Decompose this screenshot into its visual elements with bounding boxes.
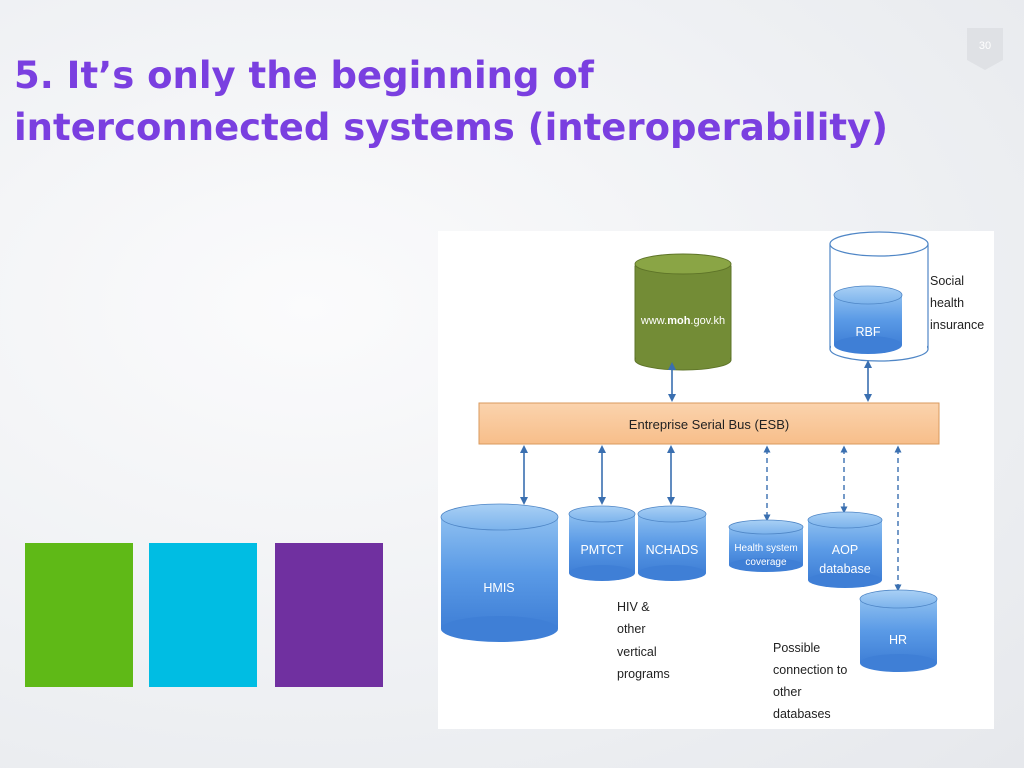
social-line-2: health (930, 296, 964, 310)
aop-database: AOP database (807, 511, 883, 588)
page-number-badge: 30 (967, 28, 1003, 70)
hiv-line-4: programs (617, 667, 670, 681)
nchads-database: NCHADS (637, 505, 707, 581)
social-line-3: insurance (930, 318, 984, 332)
title-line-1: 5. It’s only the beginning of (14, 54, 594, 97)
green-square (25, 543, 133, 687)
social-line-1: Social (930, 274, 964, 288)
hsc-line-1: Health system (734, 543, 797, 554)
title-line-2: interconnected systems (interoperability… (14, 106, 889, 149)
rbf-label: RBF (856, 325, 881, 339)
possible-line-4: databases (773, 707, 831, 721)
interoperability-diagram: www.moh.gov.kh RBF Social health insuran… (438, 231, 994, 729)
purple-square (275, 543, 383, 687)
page-badge-shape (967, 28, 1003, 70)
hr-label: HR (889, 633, 907, 647)
diagram-canvas: www.moh.gov.kh RBF Social health insuran… (440, 231, 984, 721)
website-database: www.moh.gov.kh (634, 253, 732, 371)
pmtct-label: PMTCT (580, 543, 623, 557)
cyan-square (149, 543, 257, 687)
possible-line-3: other (773, 685, 802, 699)
nchads-label: NCHADS (646, 543, 699, 557)
pmtct-database: PMTCT (568, 505, 636, 581)
possible-line-1: Possible (773, 641, 820, 655)
website-label: www.moh.gov.kh (640, 315, 725, 327)
hiv-line-2: other (617, 622, 646, 636)
hiv-line-1: HIV & (617, 600, 650, 614)
health-system-coverage-database: Health system coverage (728, 519, 804, 572)
solid-connectors (520, 360, 872, 505)
possible-line-2: connection to (773, 663, 847, 677)
aop-line-1: AOP (832, 543, 858, 557)
aop-line-2: database (819, 562, 870, 576)
hmis-label: HMIS (483, 581, 514, 595)
social-health-insurance-database: RBF (829, 231, 929, 362)
esb-bus: Entreprise Serial Bus (ESB) (478, 402, 940, 445)
hr-database: HR (859, 589, 938, 672)
page-number: 30 (978, 40, 992, 52)
esb-label: Entreprise Serial Bus (ESB) (629, 417, 789, 432)
hsc-line-2: coverage (745, 557, 787, 568)
dashed-connectors (763, 445, 902, 592)
slide-title: 5. It’s only the beginning of interconne… (14, 50, 944, 154)
hmis-database: HMIS (440, 503, 559, 642)
hiv-line-3: vertical (617, 645, 657, 659)
